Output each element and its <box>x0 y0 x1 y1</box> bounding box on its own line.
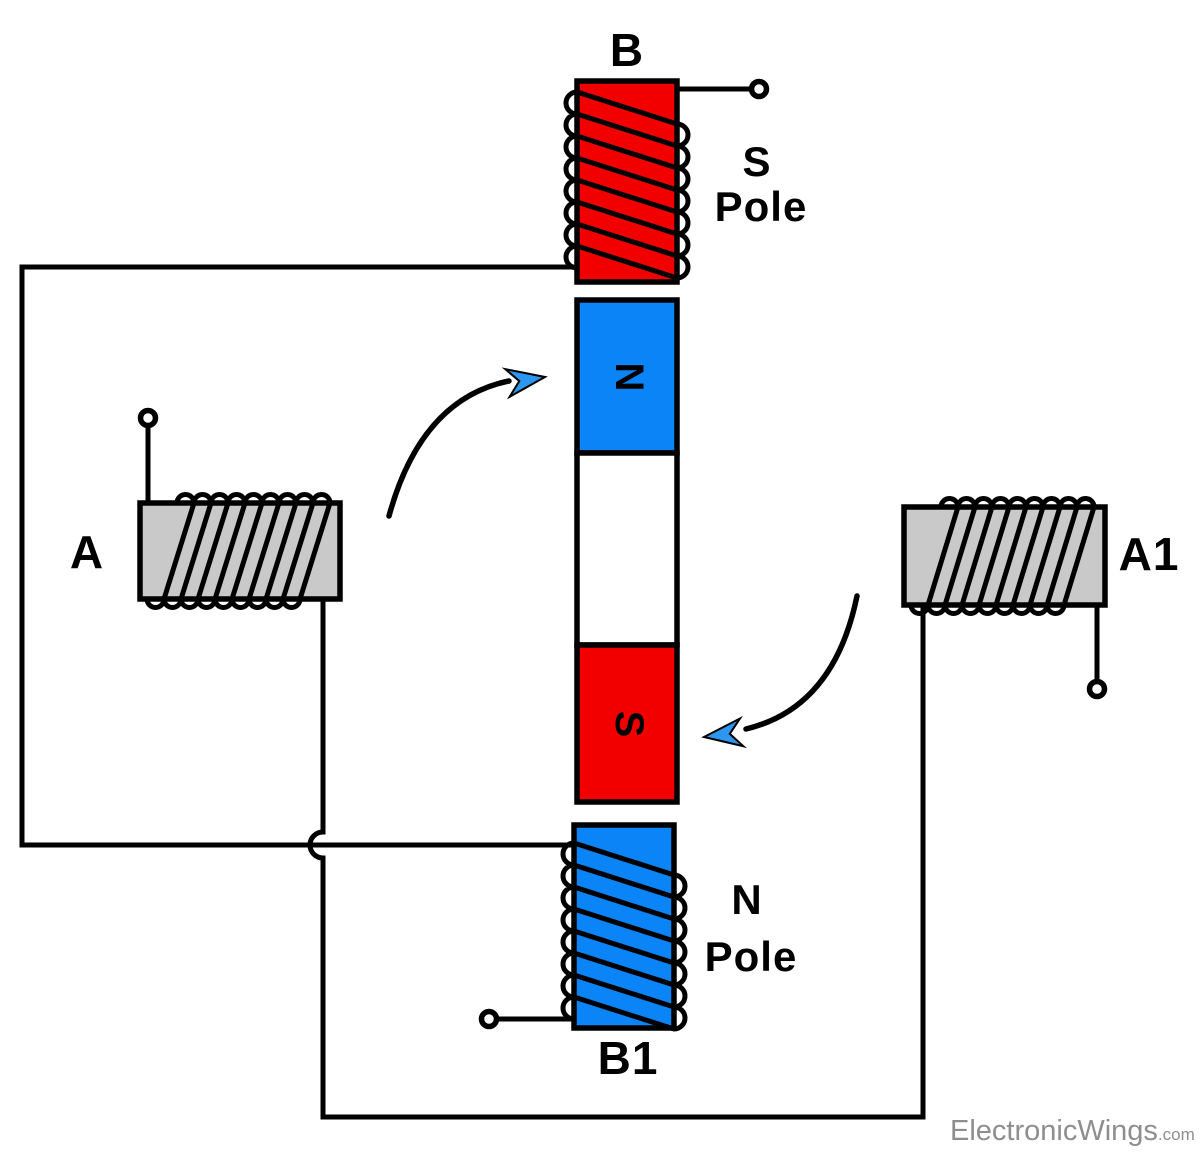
wires <box>19 86 1100 1120</box>
coil-a1 <box>901 496 1108 616</box>
coil-a <box>137 492 343 610</box>
pole-bottom-label-line2: Pole <box>705 933 798 980</box>
terminals <box>137 78 1108 1030</box>
coil-a1-winding <box>908 496 1097 616</box>
rotor-middle-section <box>574 450 680 648</box>
wire-phase-a-series-link <box>307 600 926 1120</box>
coil-b1-label: B1 <box>598 1032 659 1084</box>
coil-a-label: A <box>70 526 104 578</box>
coil-a1-label: A1 <box>1119 528 1180 580</box>
pole-bottom-label-line1: N <box>731 876 762 923</box>
labels: B S Pole A A1 N Pole B1 <box>70 24 1180 1084</box>
rotor-south-section <box>574 642 680 805</box>
terminal-coil-a1 <box>1086 678 1108 700</box>
coil-b1 <box>560 822 688 1032</box>
rotor-magnet: N S <box>574 297 680 805</box>
terminal-coil-b <box>748 78 770 100</box>
rotation-arrows <box>386 367 860 749</box>
coil-b <box>563 78 691 285</box>
watermark-tld: .com <box>1158 1125 1195 1144</box>
rotation-arrow-bottom-curve <box>743 593 860 732</box>
rotation-arrowhead-bottom-icon <box>701 715 747 749</box>
rotor-north-section <box>574 297 680 456</box>
watermark-brand: ElectronicWings <box>950 1115 1158 1147</box>
rotation-arrow-top-curve <box>386 378 512 519</box>
terminal-coil-b1 <box>478 1008 500 1030</box>
coil-b1-winding <box>560 840 688 1032</box>
terminal-coil-a <box>137 407 159 429</box>
coil-a-winding <box>144 492 333 610</box>
rotation-arrowhead-top-icon <box>501 367 548 400</box>
coil-b-label: B <box>610 24 644 76</box>
wire-phase-b-series-link <box>19 264 577 848</box>
rotor-south-label: S <box>607 711 651 738</box>
coil-b-winding <box>563 89 691 281</box>
pole-top-label-line2: Pole <box>715 183 808 230</box>
watermark: ElectronicWings.com <box>950 1115 1195 1147</box>
pole-top-label-line1: S <box>742 138 771 185</box>
rotor-north-label: N <box>607 363 651 392</box>
